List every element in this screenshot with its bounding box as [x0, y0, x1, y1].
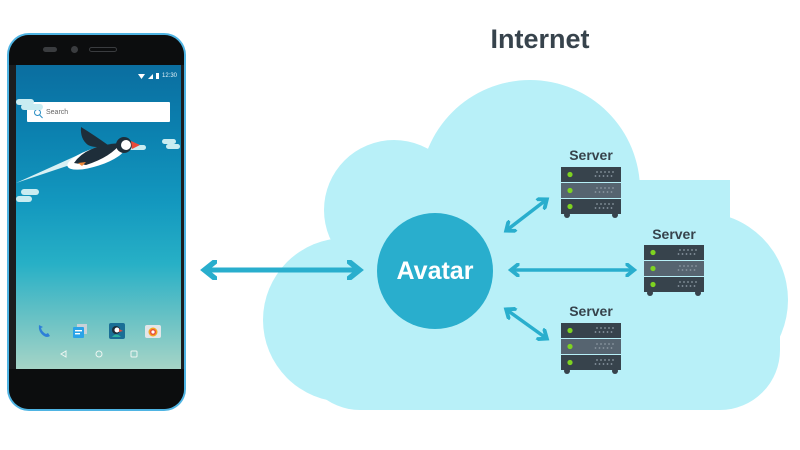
- server-node-1: Server: [556, 147, 626, 163]
- phone-icon[interactable]: [36, 323, 52, 339]
- status-bar: 12:30: [137, 73, 177, 79]
- status-light-icon: [567, 343, 573, 350]
- server-label: Server: [569, 303, 613, 319]
- wallpaper-cloud: [162, 139, 176, 144]
- avatar-server3-arrow: [507, 310, 546, 338]
- wallpaper-cloud: [126, 145, 146, 150]
- wallpaper-cloud: [16, 99, 34, 105]
- internet-title: Internet: [490, 24, 590, 54]
- avatar-server1-arrow: [507, 200, 546, 230]
- messages-icon[interactable]: [72, 323, 88, 339]
- server-label: Server: [569, 147, 613, 163]
- phone-bottom-bezel: [9, 369, 184, 409]
- speaker-icon: [89, 47, 117, 52]
- server-node-2: Server: [639, 226, 709, 242]
- sensor-icon: [43, 47, 57, 52]
- puffin-browser-icon[interactable]: [108, 323, 125, 339]
- avatar-label: Avatar: [396, 256, 474, 285]
- signal-icon: [147, 73, 153, 79]
- server-icon: [644, 245, 704, 296]
- wifi-icon: [137, 73, 145, 79]
- status-light-icon: [567, 187, 573, 194]
- server-label: Server: [652, 226, 696, 242]
- status-time: 12:30: [161, 73, 177, 79]
- server-node-3: Server: [556, 303, 626, 319]
- puffin-wallpaper-icon: [16, 127, 140, 183]
- status-light-icon: [567, 203, 573, 210]
- status-light-icon: [567, 171, 573, 178]
- wallpaper-cloud: [16, 196, 32, 202]
- battery-icon: [155, 73, 159, 79]
- home-button-icon[interactable]: [95, 350, 103, 358]
- app-dock: [16, 323, 181, 339]
- back-button-icon[interactable]: [59, 350, 68, 358]
- status-light-icon: [650, 249, 656, 256]
- search-placeholder: Search: [46, 108, 69, 116]
- front-camera-icon: [71, 46, 78, 53]
- status-light-icon: [567, 359, 573, 366]
- wallpaper-cloud: [21, 104, 43, 110]
- status-light-icon: [650, 265, 656, 272]
- wallpaper-cloud: [166, 144, 180, 149]
- phone-screen: 12:30 Search: [16, 65, 181, 371]
- smartphone: 12:30 Search: [7, 33, 186, 411]
- navigation-bar: [16, 350, 181, 358]
- server-icon: [561, 167, 621, 218]
- status-light-icon: [567, 327, 573, 334]
- avatar-node: Avatar: [377, 213, 493, 329]
- wallpaper-cloud: [21, 189, 39, 195]
- camera-icon[interactable]: [144, 323, 161, 339]
- recents-button-icon[interactable]: [130, 350, 138, 358]
- phone-top-bezel: [9, 35, 184, 65]
- status-light-icon: [650, 281, 656, 288]
- server-icon: [561, 323, 621, 374]
- phone-body: 12:30 Search: [9, 35, 184, 409]
